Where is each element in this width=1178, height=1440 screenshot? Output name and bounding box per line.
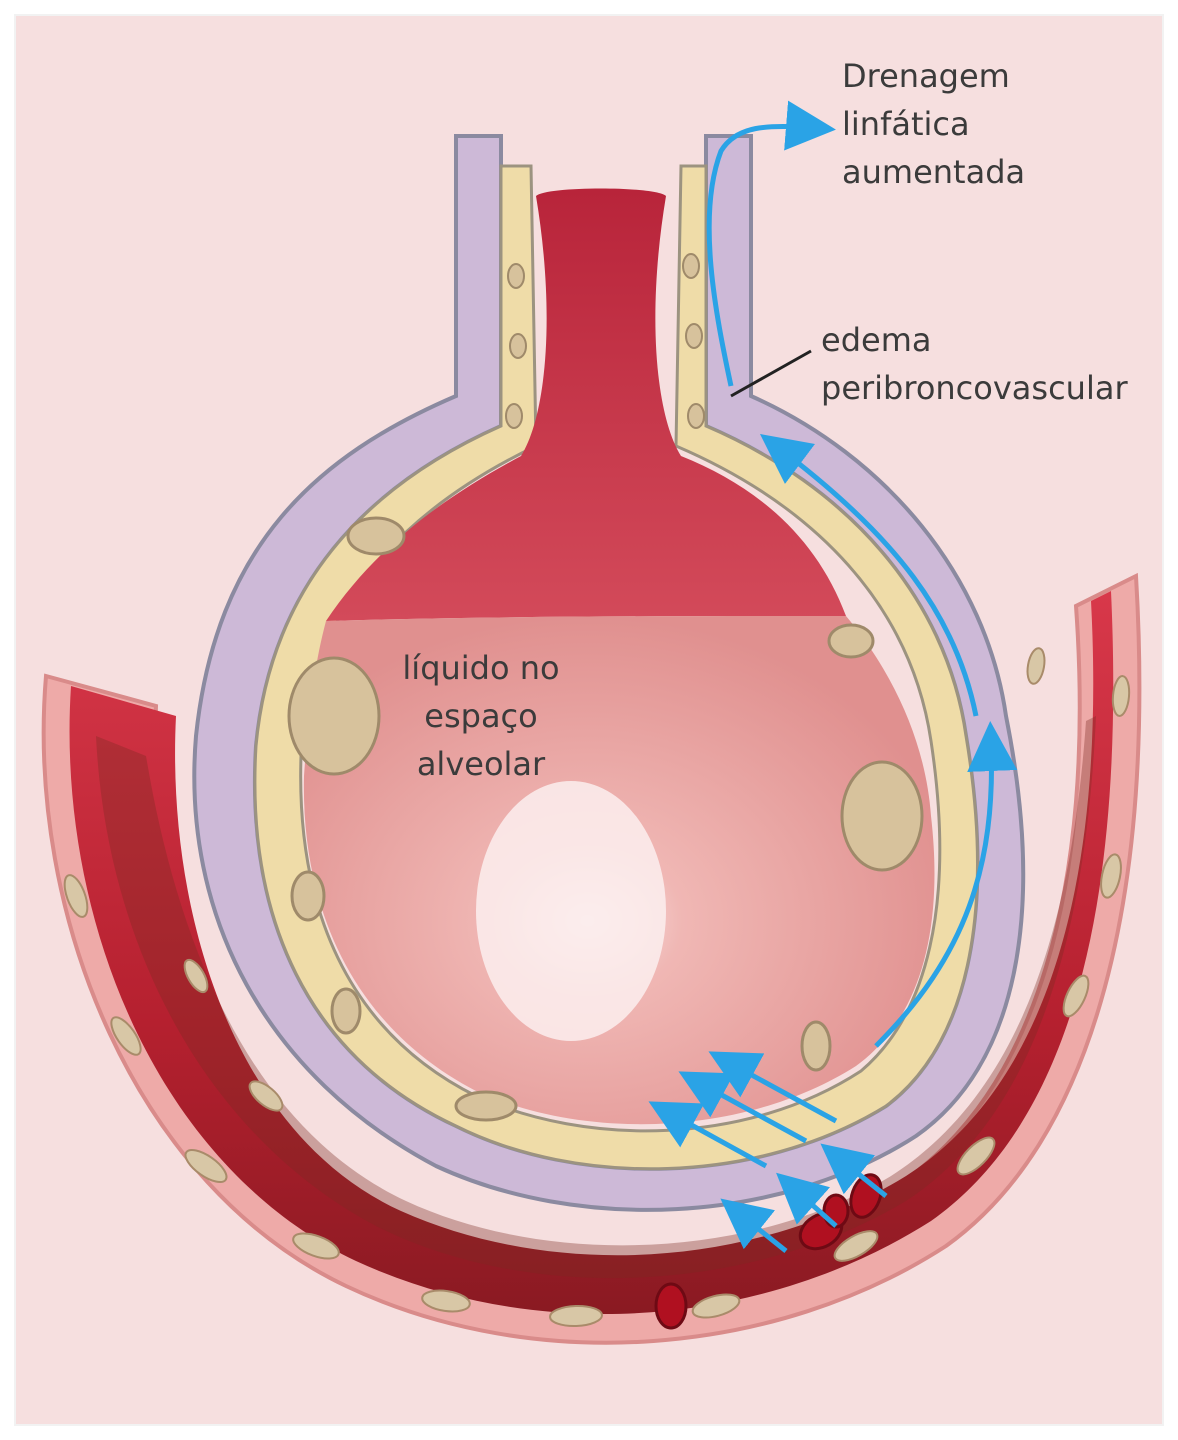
fluid-label: líquido no espaço alveolar <box>366 644 596 788</box>
drainage-label: Drenagem linfática aumentada <box>842 52 1025 196</box>
edema-label: edema peribroncovascular <box>821 316 1128 412</box>
alveolus-diagram: Drenagem linfática aumentada edema perib… <box>14 14 1164 1426</box>
light-reflection <box>476 781 666 1041</box>
